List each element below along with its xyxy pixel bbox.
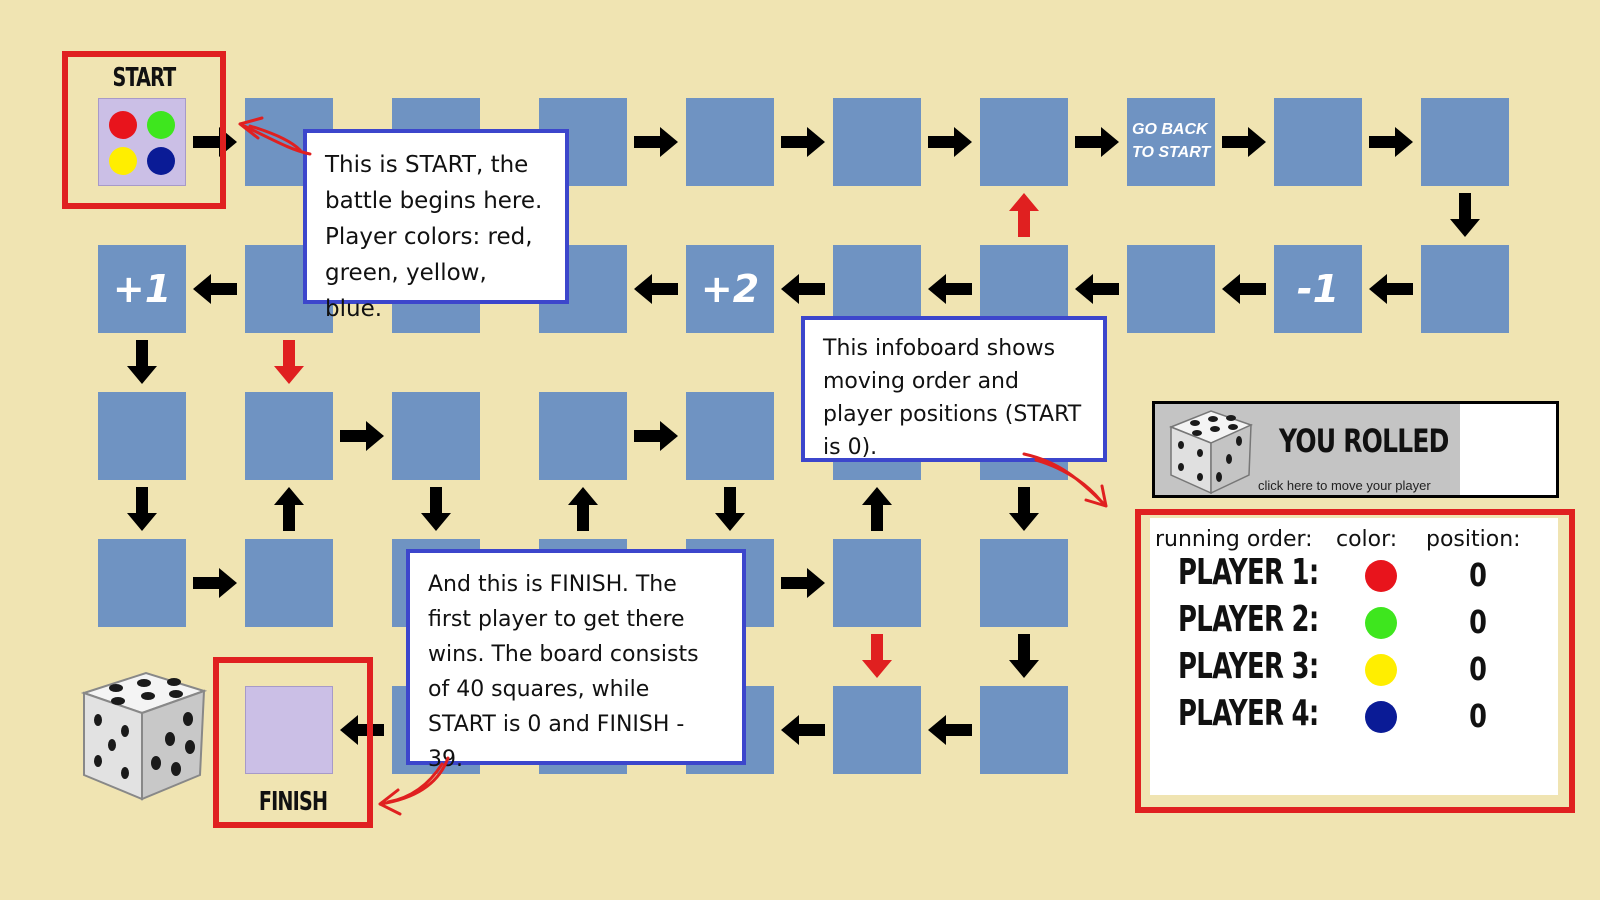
token-green[interactable] — [147, 111, 175, 139]
board-square — [833, 539, 921, 627]
roll-title: YOU ROLLED — [1279, 422, 1449, 460]
arrow-left-icon — [781, 274, 825, 304]
infoboard-panel: running order: color: position: PLAYER 1… — [1150, 518, 1558, 795]
arrow-down-icon — [1450, 193, 1480, 237]
arrow-down-icon — [127, 340, 157, 384]
start-label: START — [112, 63, 177, 93]
board-square — [1421, 245, 1509, 333]
finish-frame: FINISH — [213, 657, 373, 828]
player-position: 0 — [1469, 697, 1487, 735]
dice-icon[interactable] — [76, 665, 210, 805]
square-label: +2 — [700, 267, 760, 311]
player-name: PLAYER 1: — [1178, 552, 1319, 593]
arrow-up-icon — [568, 487, 598, 531]
arrow-left-icon — [781, 715, 825, 745]
arrow-down-icon — [1009, 634, 1039, 678]
board-square — [980, 539, 1068, 627]
start-frame: START — [62, 51, 226, 209]
arrow-right-icon — [193, 568, 237, 598]
arrow-right-icon — [928, 127, 972, 157]
infoboard: running order: color: position: PLAYER 1… — [1135, 509, 1575, 813]
board-square — [98, 392, 186, 480]
arrow-right-icon — [634, 127, 678, 157]
header-position: position: — [1426, 527, 1521, 552]
start-square — [98, 98, 186, 186]
start-callout-text: This is START, the battle begins here. P… — [325, 152, 543, 322]
token-red[interactable] — [109, 111, 137, 139]
finish-label: FINISH — [258, 787, 328, 817]
board-square — [1421, 98, 1509, 186]
infoboard-callout: This infoboard shows moving order and pl… — [801, 316, 1107, 462]
token-yellow[interactable] — [109, 147, 137, 175]
arrow-down-icon — [127, 487, 157, 531]
arrow-right-icon — [1369, 127, 1413, 157]
board-square — [98, 539, 186, 627]
header-color: color: — [1336, 527, 1398, 552]
arrow-left-icon — [193, 274, 237, 304]
arrow-right-icon — [1075, 127, 1119, 157]
board-square — [980, 686, 1068, 774]
board-square — [833, 98, 921, 186]
roll-button[interactable]: YOU ROLLED click here to move your playe… — [1152, 401, 1559, 498]
arrow-left-icon — [1075, 274, 1119, 304]
start-callout: This is START, the battle begins here. P… — [303, 129, 569, 322]
arrow-down-icon — [421, 487, 451, 531]
board-square — [539, 392, 627, 480]
board-square — [833, 686, 921, 774]
arrow-down-icon — [862, 634, 892, 678]
board-square — [1127, 245, 1215, 333]
board-square: -1 — [1274, 245, 1362, 333]
player-color-dot — [1365, 607, 1397, 639]
arrow-up-icon — [1009, 193, 1039, 237]
player-color-dot — [1365, 560, 1397, 592]
board-square — [245, 392, 333, 480]
player-position: 0 — [1469, 650, 1487, 688]
arrow-right-icon — [781, 568, 825, 598]
arrow-up-icon — [862, 487, 892, 531]
arrow-right-icon — [634, 421, 678, 451]
arrow-down-icon — [1009, 487, 1039, 531]
player-color-dot — [1365, 701, 1397, 733]
board-square — [686, 392, 774, 480]
board-square — [245, 539, 333, 627]
arrow-left-icon — [634, 274, 678, 304]
player-position: 0 — [1469, 603, 1487, 641]
board-square: +2 — [686, 245, 774, 333]
arrow-right-icon — [781, 127, 825, 157]
token-blue[interactable] — [147, 147, 175, 175]
board-square: GO BACK TO START — [1127, 98, 1215, 186]
roll-hint: click here to move your player — [1258, 478, 1431, 493]
arrow-down-icon — [715, 487, 745, 531]
arrow-left-icon — [928, 274, 972, 304]
arrow-right-icon — [340, 421, 384, 451]
roll-dice-icon — [1168, 410, 1254, 495]
player-name: PLAYER 4: — [1178, 693, 1319, 734]
arrow-left-icon — [1222, 274, 1266, 304]
player-color-dot — [1365, 654, 1397, 686]
square-label: GO BACK TO START — [1132, 121, 1211, 161]
player-name: PLAYER 3: — [1178, 646, 1319, 687]
board-square — [686, 98, 774, 186]
board-square: +1 — [98, 245, 186, 333]
header-order: running order: — [1155, 527, 1313, 552]
arrow-left-icon — [1369, 274, 1413, 304]
finish-callout: And this is FINISH. The first player to … — [406, 549, 746, 772]
arrow-up-icon — [274, 487, 304, 531]
square-label: +1 — [112, 267, 172, 311]
arrow-left-icon — [928, 715, 972, 745]
square-label: -1 — [1296, 267, 1340, 311]
board-square — [980, 98, 1068, 186]
finish-callout-text: And this is FINISH. The first player to … — [428, 572, 699, 772]
board-square — [392, 392, 480, 480]
finish-square — [245, 686, 333, 774]
arrow-down-icon — [274, 340, 304, 384]
player-position: 0 — [1469, 556, 1487, 594]
infoboard-callout-text: This infoboard shows moving order and pl… — [823, 336, 1082, 460]
board-square — [1274, 98, 1362, 186]
player-name: PLAYER 2: — [1178, 599, 1319, 640]
arrow-right-icon — [1222, 127, 1266, 157]
